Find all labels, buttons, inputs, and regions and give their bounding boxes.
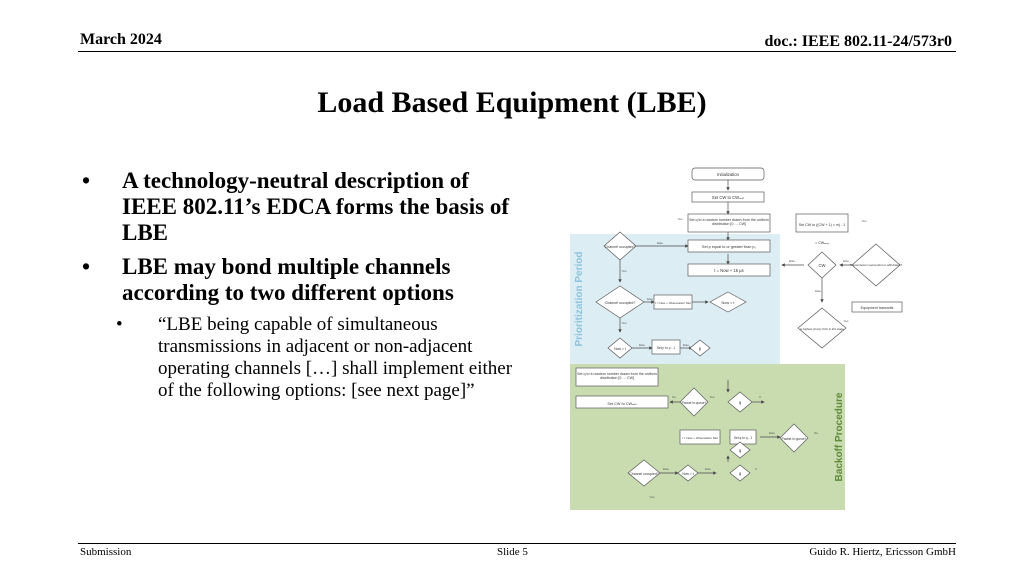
equip-text: Equipment transmits [861, 306, 894, 310]
prioritization-label: Prioritization Period [574, 251, 585, 346]
p-text: p [699, 346, 702, 351]
edge-else-label: Else [647, 297, 653, 301]
bullet-item: • LBE may bond multiple channels accordin… [80, 254, 520, 306]
t-obs2-node [679, 429, 721, 445]
sub-bullet-item: • “LBE being capable of simultaneous tran… [80, 314, 520, 402]
edge-else-label: Else [769, 431, 775, 435]
channel1-decision [603, 231, 637, 261]
edge-yes-label: Yes [678, 217, 683, 221]
equip-node [851, 301, 903, 313]
cw-text: CW [819, 263, 826, 268]
set-cw2-text: Set CW to ((CW + 1) × m) - 1 [799, 223, 846, 227]
now-t2-decision [607, 337, 633, 359]
edge-yes-label: Yes [622, 269, 627, 273]
t-now-node [687, 263, 771, 277]
q3-text: q [739, 471, 742, 476]
q1-decision [727, 391, 753, 413]
set-q-node [687, 213, 771, 233]
edge-else-label: Else [663, 467, 669, 471]
now-t3-decision [677, 464, 699, 482]
header-date: March 2024 [80, 31, 162, 48]
packet1-text: Packet in queue? [682, 401, 707, 405]
cw-max-text: = CWₘₐₓ [815, 241, 830, 245]
highest-decision [797, 307, 847, 349]
set-cw-text: Set CW to CWₘᵢₙ [712, 195, 744, 200]
bullet-marker: • [82, 168, 91, 193]
slide-title: Load Based Equipment (LBE) [317, 86, 707, 119]
set-cw2-node [795, 213, 849, 233]
now-t3-text: Now > t [682, 472, 694, 476]
edge-else-label: Else [789, 259, 795, 263]
set-p-text: Set p equal to or greater than p₀ [702, 245, 757, 249]
set-p-node [687, 239, 771, 253]
bullet-item: • A technology-neutral description of IEE… [80, 168, 520, 246]
edge-else-label: Else [657, 241, 663, 245]
footer-rule [78, 543, 956, 544]
edge-zero-label: 0 [759, 395, 761, 399]
init-text: Initialization [717, 172, 740, 177]
set-q2-text: Set q to a random number drawn from the … [577, 372, 657, 380]
now-t2-text: Now > t [614, 347, 626, 351]
footer-author: Guido R. Hiertz, Ericsson GmbH [809, 546, 956, 558]
channel2-text: Channel occupied? [605, 301, 636, 305]
edge-no-label: No [814, 431, 818, 435]
bullet-text: A technology-neutral description of IEEE… [122, 168, 509, 245]
transmission-decision [851, 243, 901, 287]
bullet-text: LBE may bond multiple channels according… [122, 254, 454, 305]
t-obs-node [653, 294, 693, 310]
set-cw-node [691, 191, 765, 203]
packet2-text: Packet in queue? [782, 437, 807, 441]
cw-decision [807, 251, 837, 279]
channel2-decision [595, 285, 645, 319]
footer-slide-number: Slide 5 [497, 546, 528, 558]
set-q-text: Set q to a random number drawn from the … [689, 218, 769, 226]
edge-else-label: Else [843, 259, 849, 263]
channel3-text: Channel occupied? [629, 472, 658, 476]
q2-decision [729, 441, 751, 459]
edge-zero-label: 0 [755, 467, 757, 471]
header-rule [78, 51, 956, 52]
set-q2-node [575, 367, 659, 387]
set-cw3-node [575, 395, 669, 409]
bullet-list: • A technology-neutral description of IEE… [80, 168, 520, 402]
now-t-decision [709, 291, 747, 313]
highest-text: Is highest priority CAC in this stage [800, 327, 844, 331]
p-decision [689, 339, 711, 357]
edge-else-label: Else [683, 343, 689, 347]
lbe-flowchart: Prioritization Period Backoff Procedure [570, 167, 903, 510]
edge-else-label: Else [639, 343, 645, 347]
channel3-decision [627, 459, 661, 487]
t-obs2-text: t = Now + Observation Slot [682, 436, 718, 440]
edge-else-label: Else [815, 289, 821, 293]
t-now-text: t = Now + 16 µs [714, 268, 743, 273]
edge-else-label: Else [705, 467, 711, 471]
q1-text: q [739, 400, 742, 405]
edge-yes-label: Yes [650, 495, 655, 499]
footer-submission: Submission [80, 546, 132, 558]
t-obs-text: t = Now + Observation Slot [655, 301, 691, 305]
backoff-label: Backoff Procedure [834, 392, 845, 481]
init-node [691, 167, 765, 181]
set-qq-text: Set q to q - 1 [734, 436, 752, 440]
q2-text: q [739, 448, 742, 453]
edge-yes-label: Yes [844, 319, 849, 323]
packet1-decision [679, 387, 709, 417]
transmission-text: Transmission successful or withdrawn? [850, 263, 902, 267]
packet2-decision [779, 423, 809, 453]
edge-no-label: No [672, 395, 676, 399]
bullet-marker: • [82, 254, 91, 279]
edge-yes-label: Yes [862, 219, 867, 223]
bullet-marker: • [116, 314, 123, 335]
edge-yes-label: Yes [622, 321, 627, 325]
set-pp-node [651, 339, 681, 355]
sub-bullet-text: “LBE being capable of simultaneous trans… [158, 314, 513, 401]
q3-decision [729, 464, 751, 482]
now-t-text: Now > t [722, 301, 736, 305]
set-cw3-text: Set CW to CWₘᵢₙ [607, 402, 637, 406]
header-doc-id: doc.: IEEE 802.11-24/573r0 [764, 33, 952, 50]
set-pp-text: Set p to p - 1 [657, 346, 675, 350]
edge-yes-label: Yes [710, 395, 715, 399]
channel1-text: Channel occupied? [605, 245, 636, 249]
